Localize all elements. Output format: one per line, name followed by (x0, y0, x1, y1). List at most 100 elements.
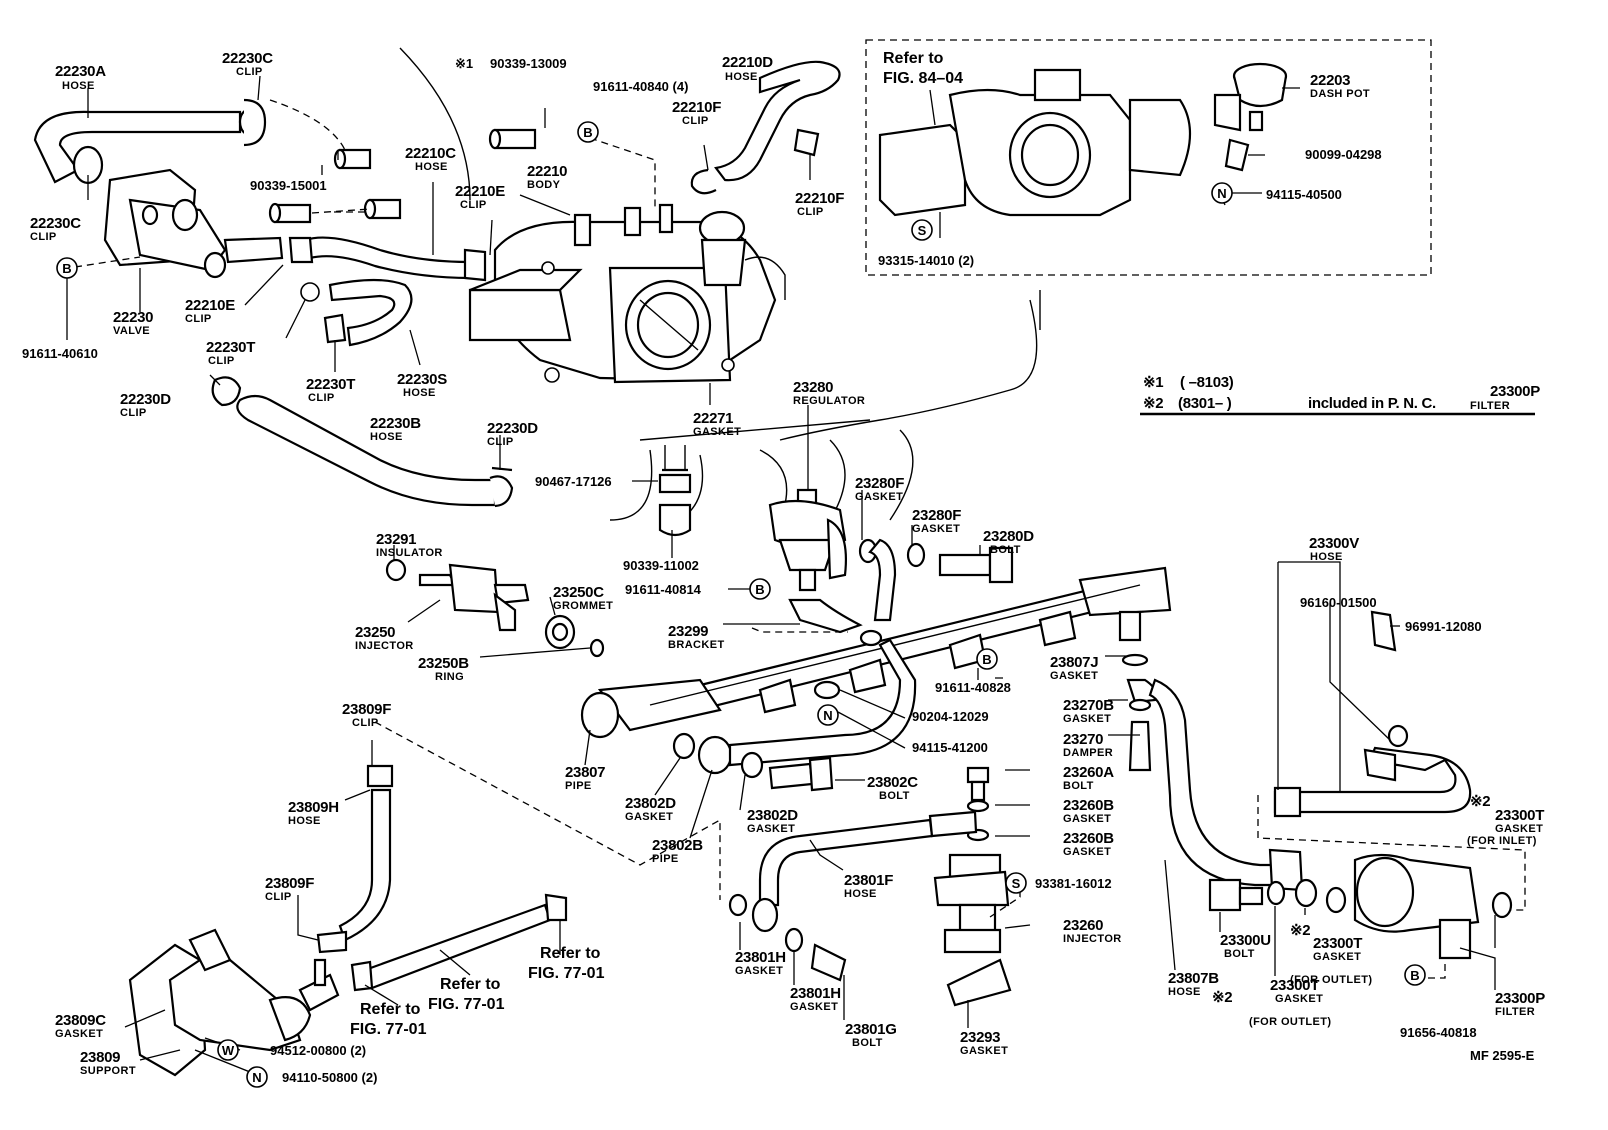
svg-text:23300U: 23300U (1220, 932, 1271, 949)
svg-text:GASKET: GASKET (1313, 951, 1361, 963)
code-label: 94512-00800 (2) (270, 1043, 366, 1058)
svg-text:23260A: 23260A (1063, 764, 1114, 781)
code-label: 93315-14010 (2) (878, 253, 974, 268)
svg-text:HOSE: HOSE (370, 431, 403, 443)
svg-text:23809: 23809 (80, 1049, 120, 1066)
svg-text:DASH POT: DASH POT (1310, 88, 1370, 100)
clips-near-valve (288, 236, 320, 302)
svg-text:22230T: 22230T (306, 376, 355, 393)
hose-23300v (1273, 610, 1472, 818)
code-label: 90467-17126 (535, 474, 612, 489)
svg-text:23280F: 23280F (912, 507, 961, 524)
svg-text:GASKET: GASKET (1063, 713, 1111, 725)
svg-text:S: S (918, 223, 927, 238)
mark-1-symbol: ※1 (455, 56, 473, 71)
svg-text:BOLT: BOLT (852, 1037, 883, 1049)
svg-text:B: B (755, 582, 764, 597)
svg-text:22230B: 22230B (370, 415, 421, 432)
svg-text:GASKET: GASKET (735, 965, 783, 977)
valve-22230 (103, 168, 284, 279)
svg-text:CLIP: CLIP (797, 206, 824, 218)
svg-text:B: B (982, 652, 991, 667)
svg-text:23270: 23270 (1063, 731, 1103, 748)
svg-text:GASKET: GASKET (960, 1045, 1008, 1057)
symbol-b-1: B (56, 257, 78, 279)
symbol-b-3: B (749, 578, 771, 600)
svg-text:HOSE: HOSE (62, 80, 95, 92)
svg-text:Refer to: Refer to (540, 945, 601, 962)
svg-text:BOLT: BOLT (1224, 948, 1255, 960)
svg-text:DAMPER: DAMPER (1063, 747, 1113, 759)
svg-text:GASKET: GASKET (747, 823, 795, 835)
svg-text:※2: ※2 (1143, 395, 1163, 412)
svg-text:22230C: 22230C (222, 50, 273, 67)
reference-fig-84-04: Refer to FIG. 84–04 (883, 50, 963, 87)
svg-text:23291: 23291 (376, 531, 416, 548)
svg-text:CLIP: CLIP (30, 231, 57, 243)
code-label: 94115-40500 (1266, 187, 1342, 202)
svg-text:23250: 23250 (355, 624, 395, 641)
svg-text:23801H: 23801H (790, 985, 841, 1002)
svg-text:GASKET: GASKET (855, 491, 903, 503)
svg-text:23809F: 23809F (342, 701, 391, 718)
throttle-body-22210 (468, 203, 786, 384)
svg-text:22230: 22230 (113, 309, 153, 326)
svg-text:N: N (823, 708, 832, 723)
svg-text:23260: 23260 (1063, 917, 1103, 934)
svg-text:INJECTOR: INJECTOR (1063, 933, 1122, 945)
svg-text:23809H: 23809H (288, 799, 339, 816)
svg-text:HOSE: HOSE (844, 888, 877, 900)
code-label: 90339-11002 (623, 558, 699, 573)
svg-text:23260B: 23260B (1063, 830, 1114, 847)
svg-text:HOSE: HOSE (415, 161, 448, 173)
svg-text:VALVE: VALVE (113, 325, 150, 337)
svg-text:※1: ※1 (455, 56, 473, 71)
svg-text:CLIP: CLIP (236, 66, 263, 78)
svg-text:22230D: 22230D (120, 391, 171, 408)
svg-text:FIG. 84–04: FIG. 84–04 (883, 70, 963, 87)
svg-text:23293: 23293 (960, 1029, 1000, 1046)
svg-text:(FOR OUTLET): (FOR OUTLET) (1249, 1016, 1331, 1028)
svg-text:22230T: 22230T (206, 339, 255, 356)
svg-text:GASKET: GASKET (1495, 823, 1543, 835)
hose-23801f (728, 810, 978, 982)
svg-text:23802D: 23802D (747, 807, 798, 824)
svg-text:23802D: 23802D (625, 795, 676, 812)
svg-text:22210F: 22210F (672, 99, 721, 116)
svg-text:CLIP: CLIP (208, 355, 235, 367)
symbol-n-1: N (1211, 182, 1233, 204)
svg-text:※1: ※1 (1143, 374, 1163, 391)
svg-text:CLIP: CLIP (682, 115, 709, 127)
